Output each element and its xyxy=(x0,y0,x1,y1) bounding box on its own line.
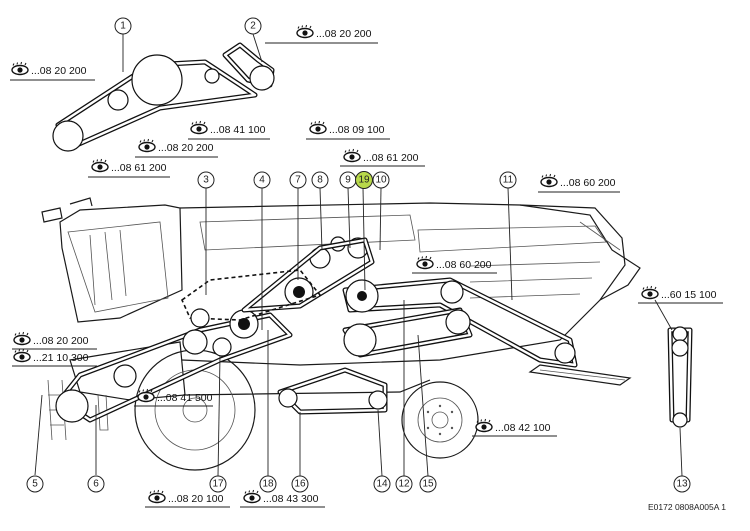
svg-text:7: 7 xyxy=(295,175,301,186)
ref-label: ...08 20 200 xyxy=(33,335,89,347)
reference-labels: ...08 20 200 ...08 20 200 ...08 41 100 .… xyxy=(10,24,723,508)
ref-08-41-100: ...08 41 100 xyxy=(188,120,270,140)
eye-icon xyxy=(91,158,109,173)
svg-text:19: 19 xyxy=(358,175,370,186)
svg-text:5: 5 xyxy=(32,479,38,490)
eye-icon xyxy=(11,61,29,76)
ref-label: ...08 60 200 xyxy=(436,259,492,271)
eye-icon xyxy=(416,255,434,270)
ref-08-60-200-mid: ...08 60 200 xyxy=(412,255,497,274)
ref-label: ...08 41 500 xyxy=(157,392,213,404)
eye-icon xyxy=(13,348,31,363)
callout-10[interactable]: 10 xyxy=(372,171,390,189)
callout-leaders xyxy=(34,33,683,477)
svg-text:17: 17 xyxy=(212,479,224,490)
callout-11[interactable]: 11 xyxy=(499,171,517,189)
ref-label: ...60 15 100 xyxy=(661,289,717,301)
eye-icon xyxy=(343,148,361,163)
callout-3[interactable]: 3 xyxy=(197,171,215,189)
ref-08-41-500: ...08 41 500 xyxy=(134,388,213,407)
ref-08-09-100: ...08 09 100 xyxy=(306,120,390,140)
svg-text:10: 10 xyxy=(375,175,387,186)
svg-text:6: 6 xyxy=(93,479,99,490)
callout-12[interactable]: 12 xyxy=(395,475,413,493)
callout-18[interactable]: 18 xyxy=(259,475,277,493)
eye-icon xyxy=(138,138,156,153)
eye-icon xyxy=(309,120,327,135)
eye-icon xyxy=(540,173,558,188)
svg-text:11: 11 xyxy=(503,175,514,186)
callout-13[interactable]: 13 xyxy=(673,475,691,493)
svg-text:15: 15 xyxy=(422,479,434,490)
ref-08-61-200-a: ...08 61 200 xyxy=(340,148,425,167)
ref-left-08-20-200: ...08 20 200 xyxy=(12,331,97,350)
callout-6[interactable]: 6 xyxy=(87,475,105,493)
callout-16[interactable]: 16 xyxy=(291,475,309,493)
svg-text:16: 16 xyxy=(294,479,306,490)
top-belt-assembly xyxy=(52,42,275,152)
callout-7[interactable]: 7 xyxy=(289,171,307,189)
ref-08-42-100: ...08 42 100 xyxy=(472,418,557,437)
ref-label: ...08 20 100 xyxy=(168,493,224,505)
svg-text:2: 2 xyxy=(250,21,256,32)
svg-text:14: 14 xyxy=(376,479,388,490)
ref-label: ...08 41 100 xyxy=(210,124,266,136)
ref-top-right: ...08 20 200 xyxy=(265,24,378,44)
svg-text:12: 12 xyxy=(398,479,410,490)
svg-text:8: 8 xyxy=(317,175,323,186)
ref-bottom-08-43-300: ...08 43 300 xyxy=(240,489,325,508)
callout-14[interactable]: 14 xyxy=(373,475,391,493)
ref-mid-08-20-200: ...08 20 200 xyxy=(135,138,218,158)
ref-top-left: ...08 20 200 xyxy=(10,61,95,81)
svg-text:1: 1 xyxy=(120,21,126,32)
ref-label: ...08 09 100 xyxy=(329,124,385,136)
ref-label: ...08 43 300 xyxy=(263,493,319,505)
callout-2[interactable]: 2 xyxy=(244,17,262,35)
callout-17[interactable]: 17 xyxy=(209,475,227,493)
eye-icon xyxy=(148,489,166,504)
callout-5[interactable]: 5 xyxy=(26,475,44,493)
svg-text:13: 13 xyxy=(676,479,688,490)
svg-text:18: 18 xyxy=(262,479,274,490)
eye-icon xyxy=(641,285,659,300)
ref-21-10-300: ...21 10 300 xyxy=(12,348,97,367)
ref-label: ...08 42 100 xyxy=(495,422,551,434)
ref-label: ...08 20 200 xyxy=(31,65,87,77)
callout-9[interactable]: 9 xyxy=(339,171,357,189)
eye-icon xyxy=(137,388,155,403)
svg-text:9: 9 xyxy=(345,175,351,186)
callouts: 1 2 3 4 7 8 9 19 10 11 5 6 17 18 16 14 1… xyxy=(26,17,691,493)
svg-text:4: 4 xyxy=(259,175,265,186)
callout-8[interactable]: 8 xyxy=(311,171,329,189)
ref-label: ...08 61 200 xyxy=(111,162,167,174)
eye-icon xyxy=(296,24,314,39)
eye-icon xyxy=(243,489,261,504)
callout-4[interactable]: 4 xyxy=(253,171,271,189)
callout-19[interactable]: 19 xyxy=(355,171,373,189)
svg-text:3: 3 xyxy=(203,175,209,186)
ref-label: ...08 20 200 xyxy=(316,28,372,40)
ref-bottom-08-20-100: ...08 20 100 xyxy=(145,489,230,508)
eye-icon xyxy=(13,331,31,346)
ref-label: ...21 10 300 xyxy=(33,352,89,364)
callout-1[interactable]: 1 xyxy=(114,17,132,35)
ref-08-60-200-right: ...08 60 200 xyxy=(538,173,620,193)
callout-15[interactable]: 15 xyxy=(419,475,437,493)
ref-label: ...08 61 200 xyxy=(363,152,419,164)
eye-icon xyxy=(190,120,208,135)
ref-label: ...08 20 200 xyxy=(158,142,214,154)
drawing-caption: E0172 0808A005A 1 xyxy=(648,502,726,512)
ref-60-15-100: ...60 15 100 xyxy=(638,285,723,304)
main-belt-drives xyxy=(55,236,693,428)
ref-08-61-200-b: ...08 61 200 xyxy=(88,158,170,178)
ref-label: ...08 60 200 xyxy=(560,177,616,189)
